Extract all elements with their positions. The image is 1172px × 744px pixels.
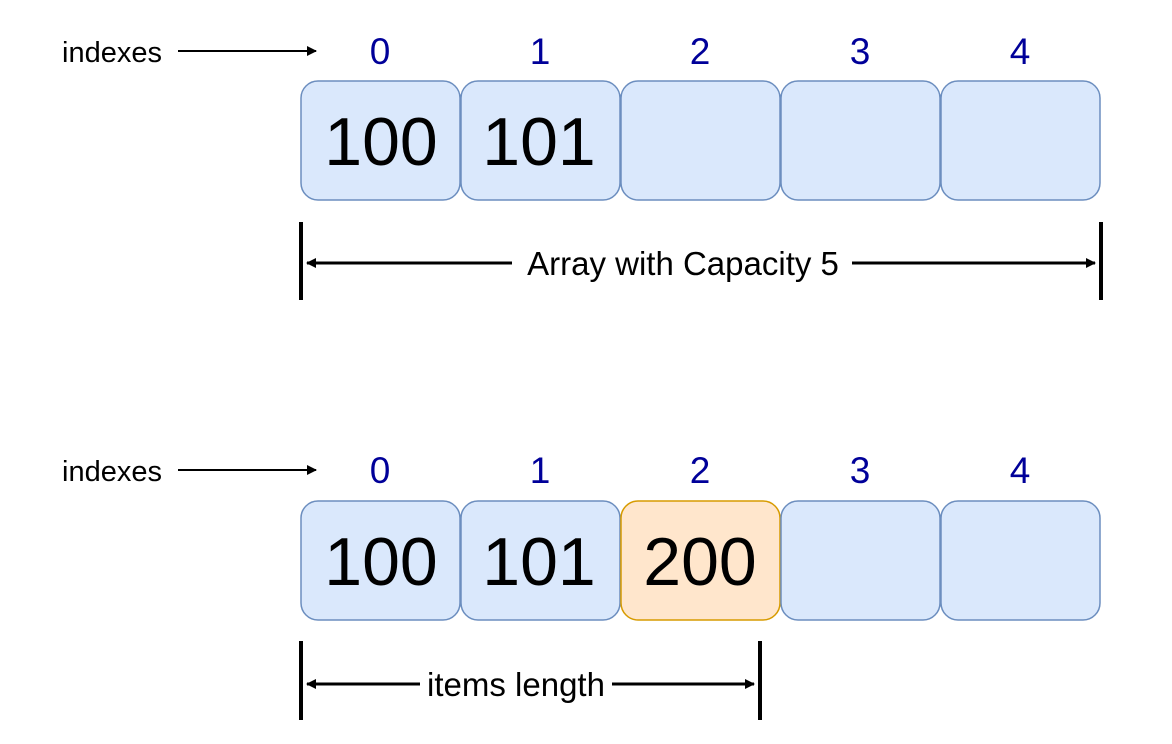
top-index-3: 3 [850, 31, 871, 72]
bottom-cell-2-highlighted [620, 500, 781, 621]
bottom-array: indexes 0 1 2 3 4 100 101 200 items leng… [62, 450, 1101, 720]
top-cell-2 [620, 80, 781, 201]
bottom-index-2: 2 [690, 450, 711, 491]
top-index-1: 1 [530, 31, 551, 72]
top-index-2: 2 [690, 31, 711, 72]
top-cell-3 [780, 80, 941, 201]
top-cell-4 [940, 80, 1101, 201]
top-indexes-label: indexes [62, 37, 162, 69]
top-cell-value-0: 100 [324, 104, 437, 180]
bottom-cell-4 [940, 500, 1101, 621]
bottom-cell-value-2: 200 [643, 524, 756, 600]
bottom-cell-0 [300, 500, 461, 621]
top-cell-0 [300, 80, 461, 201]
bottom-cell-value-0: 100 [324, 524, 437, 600]
bottom-index-0: 0 [370, 450, 391, 491]
bottom-index-4: 4 [1010, 450, 1031, 491]
bottom-index-1: 1 [530, 450, 551, 491]
length-label: items length [427, 666, 605, 703]
top-cell-1 [460, 80, 621, 201]
top-array: indexes 0 1 2 3 4 100 101 Array with Cap… [62, 31, 1103, 300]
capacity-label: Array with Capacity 5 [527, 245, 839, 282]
bottom-cell-1 [460, 500, 621, 621]
bottom-cell-3 [780, 500, 941, 621]
bottom-index-3: 3 [850, 450, 871, 491]
bottom-indexes-label: indexes [62, 456, 162, 488]
top-index-4: 4 [1010, 31, 1031, 72]
top-index-0: 0 [370, 31, 391, 72]
top-cell-value-1: 101 [482, 104, 595, 180]
bottom-cell-value-1: 101 [482, 524, 595, 600]
